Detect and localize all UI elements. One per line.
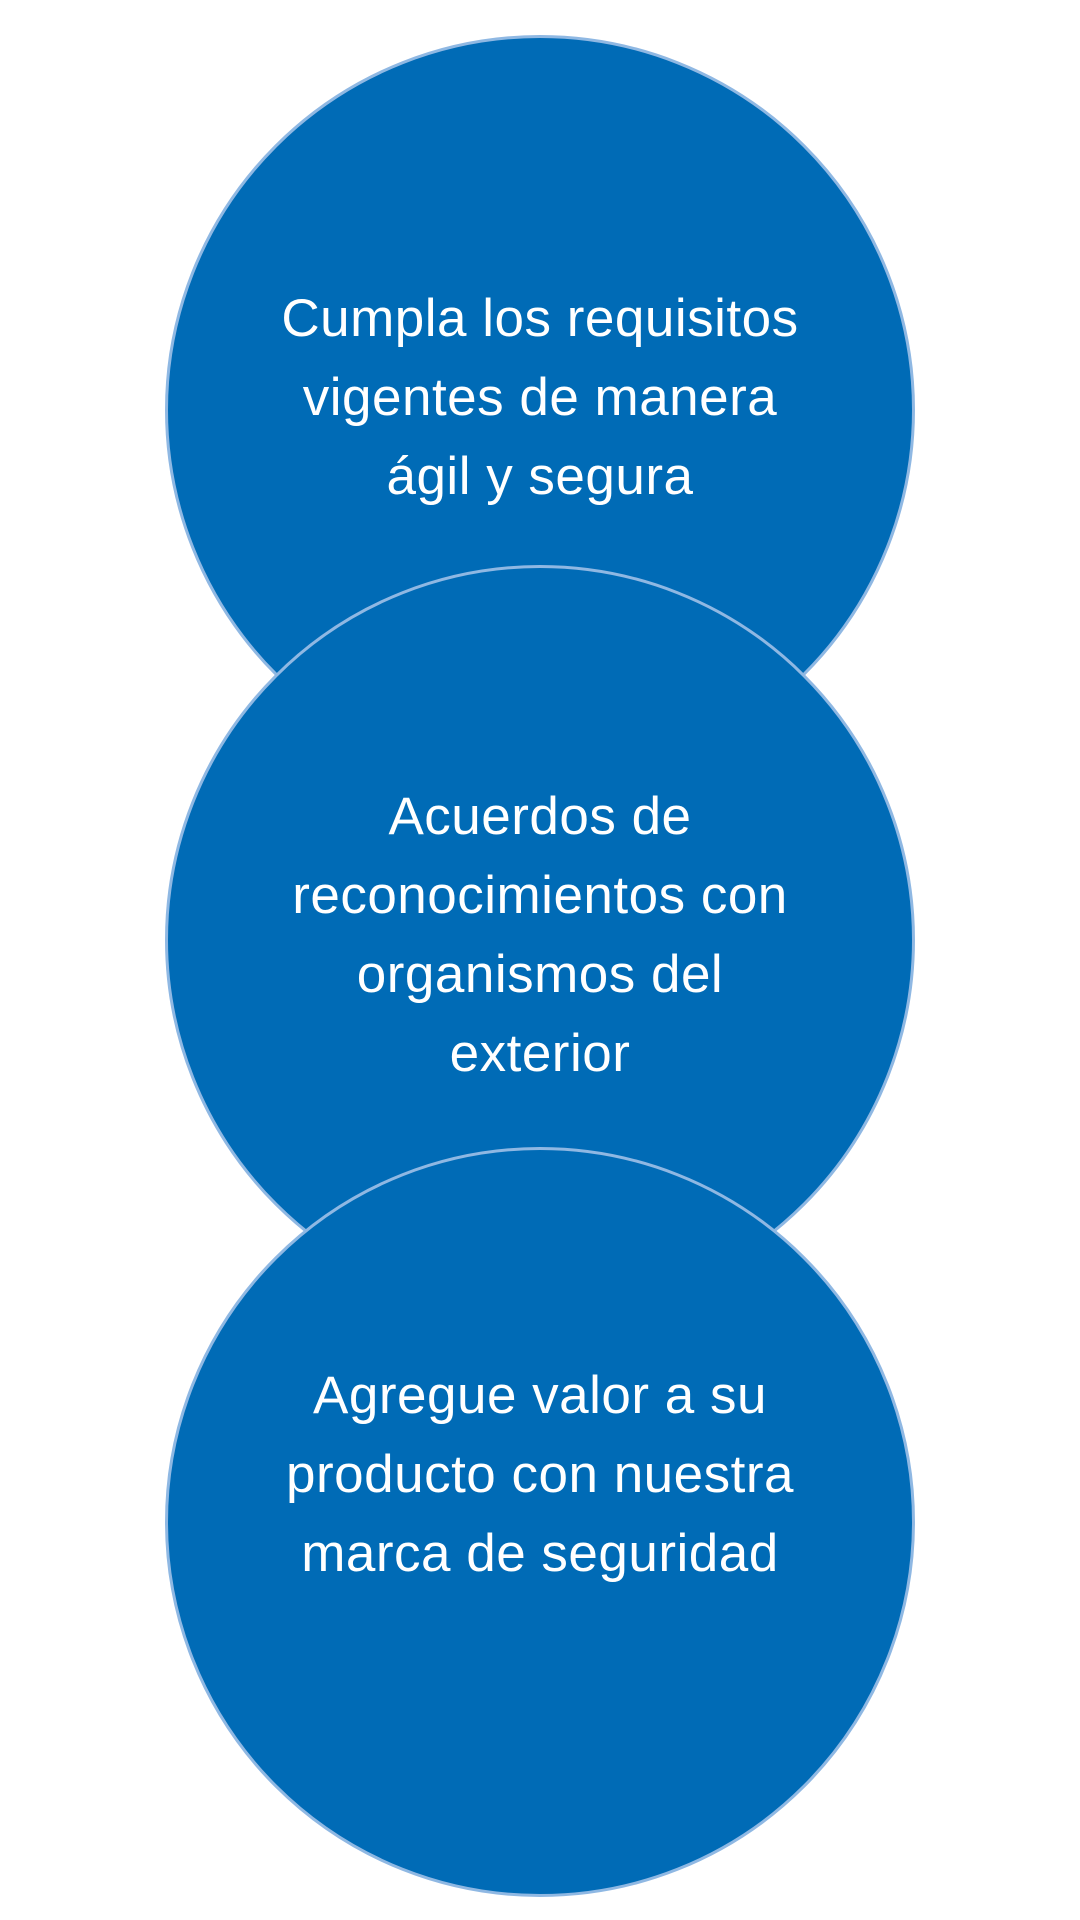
circle-requirements-text: Cumpla los requisitos vigentes de manera… <box>281 288 799 506</box>
circle-recognition-agreements-text: Acuerdos de reconocimientos con organism… <box>292 787 788 1083</box>
circle-safety-mark: Agregue valor a su producto con nuestra … <box>165 1147 915 1897</box>
circle-safety-mark-text: Agregue valor a su producto con nuestra … <box>286 1366 794 1583</box>
